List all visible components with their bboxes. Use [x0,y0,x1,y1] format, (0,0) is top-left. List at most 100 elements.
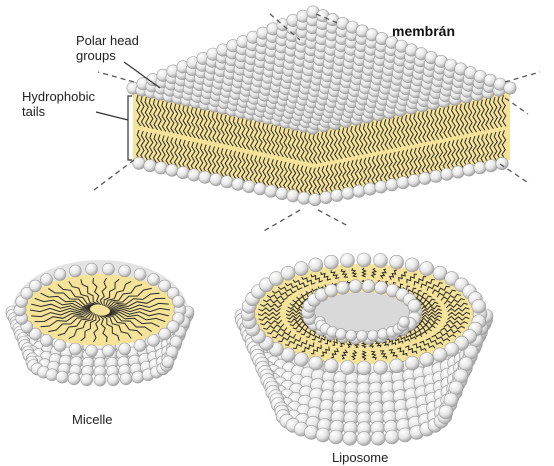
lipid-tail [447,307,470,313]
lipid-tail [224,149,230,178]
lipid-bilayer [93,5,541,233]
lipid-tail [165,136,171,166]
lipid-tail [136,94,142,127]
lipid-head [429,169,443,183]
liposome-lumen [312,292,412,340]
lipid-tail [467,102,473,134]
lipid-tail [413,113,419,144]
lipid-tail [404,149,410,179]
lipid-tail [249,154,255,184]
lipid-tail [397,271,408,282]
lipid-tail [361,267,367,278]
polar-head-label-line2: groups [76,48,116,63]
lipid-tail [472,135,477,166]
lipid-tail [371,155,377,185]
lipid-tail [109,307,171,313]
lipid-tail [409,148,414,178]
lipid-head [418,171,432,185]
lipid-head [323,358,339,374]
lipid-head [253,182,267,196]
lipid-tail [414,295,432,303]
lipid-tail [476,135,482,165]
lipid-head [370,430,386,446]
bilayer-bottom-head-groups [132,156,509,207]
lipid-tail [241,152,246,182]
lipid-tail [232,116,238,148]
lipid-head [67,372,81,386]
lipid-tail [103,315,132,339]
lipid-tail [263,323,285,330]
lipid-head [319,191,333,205]
lipid-tail [157,134,162,164]
lipid-tail [379,268,387,279]
lipid-head [361,279,376,294]
lipid-tail [311,344,322,355]
lipid-tail [190,141,196,171]
lipid-tail [430,109,436,141]
bilayer-top-head-groups [126,5,517,135]
lipid-head [356,431,372,446]
lipid-tail [266,158,272,187]
lipid-tail [350,350,358,361]
lipid-tail [108,292,160,310]
lipid-head [293,261,309,276]
lipid-tail [108,311,166,323]
lipid-tail [443,298,465,305]
lipid-tail [350,160,356,189]
lipid-head [85,262,98,276]
micelle [5,260,195,387]
lipid-head [308,355,324,371]
lipid-tail [68,313,95,340]
lipid-tail [186,140,192,171]
lipid-tail [431,285,450,295]
lipid-tail [106,314,152,333]
lipid-tail [270,159,276,188]
lipid-head [40,273,53,286]
lipid-head [147,273,160,286]
hydrophobic-label-line2: tails [22,104,46,119]
lipid-head [419,261,435,276]
lipid-tail [430,144,435,174]
lipid-head [53,339,67,352]
lipid-head [438,404,454,420]
lipid-tail [287,128,293,160]
lipid-tail [396,150,402,180]
lipid-tail [341,161,347,191]
hydrophobic-label: Hydrophobic [22,89,95,104]
lipid-tail [442,141,448,171]
lipid-head [102,262,115,276]
lipid-tail [140,95,146,128]
lipid-tail [438,142,444,172]
lipid-tail [266,294,288,301]
lipid-tail [371,121,377,153]
lipid-head [419,352,435,367]
lipid-tail [207,145,213,175]
lipid-tail [253,121,259,152]
lipid-tail [421,145,427,175]
lipid-tail [409,113,415,145]
lipid-tail [421,111,427,143]
lipid-tail [416,323,436,330]
lipid-head [166,320,180,334]
lipid-head [147,334,160,347]
lipid-head [356,252,372,268]
lipid-tail [303,166,309,195]
lipid-head [363,182,377,196]
liposome-inner-head-groups [301,279,423,345]
lipid-head [503,81,517,95]
lipid-tail [211,146,217,176]
lipid-tail [320,346,331,357]
lipid-tail [93,314,101,343]
lipid-tail [451,105,457,137]
lipid-head [471,298,487,314]
lipid-tail [241,118,247,150]
lipid-tail [320,271,332,281]
lipid-tail [224,114,230,146]
bilayer-tails [136,94,507,197]
lipid-tail [324,165,330,194]
lipid-tail [406,273,417,284]
lipid-tail [367,122,373,154]
lipid-tail [383,153,389,183]
lipid-head [242,180,256,194]
lipid-head [275,187,289,201]
